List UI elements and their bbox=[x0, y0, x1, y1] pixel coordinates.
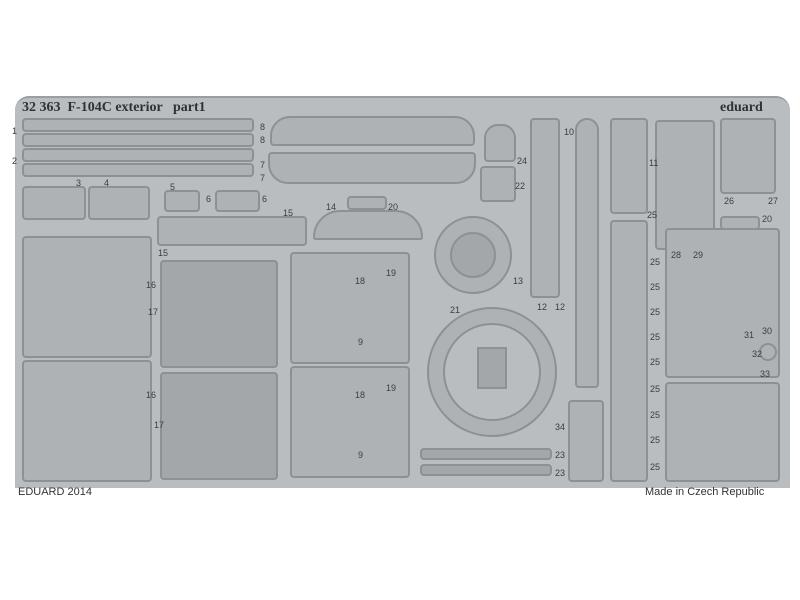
part-16-panel bbox=[22, 360, 152, 482]
part-number: 9 bbox=[358, 450, 364, 460]
part-25-frame bbox=[610, 118, 648, 214]
part-14 bbox=[313, 210, 423, 240]
part-number: 12 bbox=[555, 302, 566, 312]
part-17 bbox=[160, 372, 278, 480]
part-number: 19 bbox=[386, 268, 397, 278]
part-strip bbox=[22, 148, 254, 162]
part-32 bbox=[759, 343, 777, 361]
part-number: 3 bbox=[76, 178, 82, 188]
part-23 bbox=[420, 464, 552, 476]
part-number: 18 bbox=[355, 276, 366, 286]
part-number: 10 bbox=[564, 127, 575, 137]
part-24 bbox=[484, 124, 516, 162]
part-number: 33 bbox=[760, 369, 771, 379]
part-18-19 bbox=[290, 252, 410, 364]
part-number: 25 bbox=[650, 384, 661, 394]
part-8 bbox=[270, 116, 475, 146]
part-number: 24 bbox=[517, 156, 528, 166]
part-number: 7 bbox=[260, 160, 266, 170]
part-26-27 bbox=[720, 118, 776, 194]
part-number: 18 bbox=[355, 390, 366, 400]
part-number: 20 bbox=[388, 202, 399, 212]
part-number: 16 bbox=[146, 390, 157, 400]
part-number: 20 bbox=[762, 214, 773, 224]
part-number: 6 bbox=[206, 194, 212, 204]
part-21-center bbox=[477, 347, 507, 389]
part-number: 25 bbox=[650, 462, 661, 472]
part-number: 8 bbox=[260, 122, 266, 132]
part-number: 9 bbox=[358, 337, 364, 347]
part-number: 34 bbox=[555, 422, 566, 432]
part-number: 19 bbox=[386, 383, 397, 393]
part-10 bbox=[575, 118, 599, 388]
part-number: 17 bbox=[148, 307, 159, 317]
part-6 bbox=[215, 190, 260, 212]
part-number: 17 bbox=[154, 420, 165, 430]
part-34 bbox=[568, 400, 604, 482]
copyright-text: EDUARD 2014 bbox=[18, 486, 92, 498]
part-23 bbox=[420, 448, 552, 460]
part-number: 12 bbox=[537, 302, 548, 312]
part-22 bbox=[480, 166, 516, 202]
part-number: 8 bbox=[260, 135, 266, 145]
part-number: 7 bbox=[260, 173, 266, 183]
part-number: 30 bbox=[762, 326, 773, 336]
origin-text: Made in Czech Republic bbox=[645, 486, 765, 498]
part-number: 25 bbox=[650, 435, 661, 445]
part-number: 25 bbox=[650, 410, 661, 420]
part-4 bbox=[88, 186, 150, 220]
part-18-19 bbox=[290, 366, 410, 478]
part-number: 23 bbox=[555, 468, 566, 478]
part-number: 25 bbox=[650, 357, 661, 367]
part-12 bbox=[530, 118, 560, 298]
part-number: 13 bbox=[513, 276, 524, 286]
part-number: 25 bbox=[647, 210, 658, 220]
part-7 bbox=[268, 152, 476, 184]
part-15 bbox=[157, 216, 307, 246]
part-number: 11 bbox=[649, 158, 659, 168]
part-number: 25 bbox=[650, 307, 661, 317]
part-number: 26 bbox=[724, 196, 735, 206]
part-number: 14 bbox=[326, 202, 337, 212]
part-number: 28 bbox=[671, 250, 682, 260]
part-number: 15 bbox=[283, 208, 294, 218]
part-25-column bbox=[610, 220, 648, 482]
part-number: 25 bbox=[650, 332, 661, 342]
part-strip bbox=[22, 118, 254, 132]
part-20 bbox=[347, 196, 387, 210]
part-number: 21 bbox=[450, 305, 461, 315]
part-number: 6 bbox=[262, 194, 268, 204]
part-number: 23 bbox=[555, 450, 566, 460]
part-strip bbox=[22, 163, 254, 177]
part-number: 15 bbox=[158, 248, 169, 258]
part-13-center bbox=[450, 232, 496, 278]
part-number: 29 bbox=[693, 250, 704, 260]
part-3 bbox=[22, 186, 86, 220]
brand-logo: eduard bbox=[720, 100, 763, 115]
part-strip bbox=[22, 133, 254, 147]
part-number: 1 bbox=[12, 126, 18, 136]
part-number: 2 bbox=[12, 156, 18, 166]
part-number: 25 bbox=[650, 282, 661, 292]
part-16-panel bbox=[22, 236, 152, 358]
part-number: 31 bbox=[744, 330, 755, 340]
part-number: 4 bbox=[104, 178, 110, 188]
fret-title: 32 363 F-104C exterior part1 bbox=[22, 100, 206, 115]
part-number: 5 bbox=[170, 182, 176, 192]
part-number: 27 bbox=[768, 196, 779, 206]
part-5 bbox=[164, 190, 200, 212]
part-number: 22 bbox=[515, 181, 526, 191]
part-large-panel bbox=[665, 382, 780, 482]
part-number: 25 bbox=[650, 257, 661, 267]
part-number: 16 bbox=[146, 280, 157, 290]
part-17 bbox=[160, 260, 278, 368]
part-number: 32 bbox=[752, 349, 763, 359]
